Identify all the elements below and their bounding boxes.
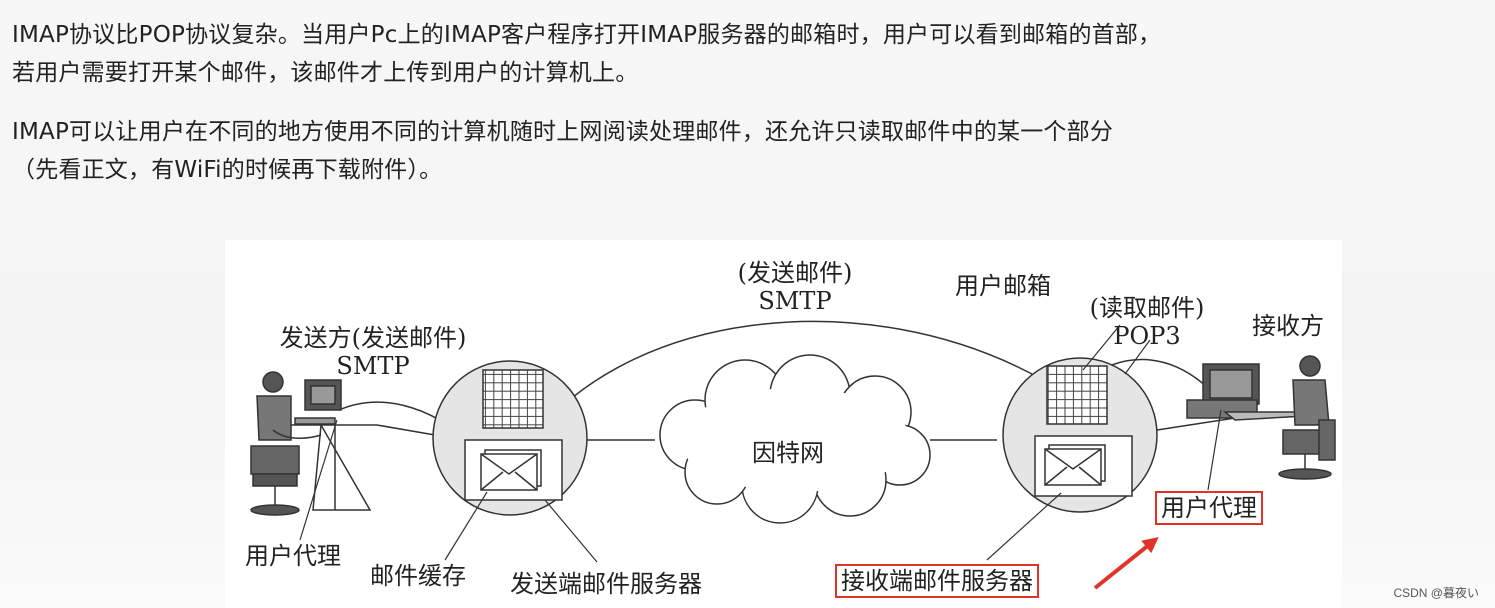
paragraph-line: IMAP可以让用户在不同的地方使用不同的计算机随时上网阅读处理邮件，还允许只读取… bbox=[12, 119, 1114, 145]
user-agent-right-label: 用户代理 bbox=[1155, 491, 1263, 525]
sender-server-label: 发送端邮件服务器 bbox=[510, 570, 702, 598]
watermark: CSDN @暮夜い bbox=[1393, 586, 1479, 600]
receiver-server-icon bbox=[1002, 357, 1158, 513]
pop3-label-line1: (读取邮件) bbox=[1089, 294, 1205, 322]
paragraph-line: 若用户需要打开某个邮件，该邮件才上传到用户的计算机上。 bbox=[12, 60, 639, 86]
paragraph-line: （先看正文，有WiFi的时候再下载附件）。 bbox=[12, 157, 443, 183]
smtp-top-label: (发送邮件) SMTP bbox=[738, 259, 853, 315]
email-flow-diagram: (发送邮件) SMTP 用户邮箱 (读取邮件) POP3 接收方 发送方(发送邮… bbox=[225, 240, 1342, 608]
paragraph-line: IMAP协议比POP协议复杂。当用户Pc上的IMAP客户程序打开IMAP服务器的… bbox=[12, 22, 1162, 48]
sender-label-line2: SMTP bbox=[336, 352, 410, 380]
mail-cache-label: 邮件缓存 bbox=[370, 562, 466, 590]
sender-computer-icon bbox=[250, 371, 377, 516]
leader-lines bbox=[299, 324, 1222, 563]
pop3-label: (读取邮件) POP3 bbox=[1090, 294, 1205, 350]
paragraph-imap-complexity: IMAP协议比POP协议复杂。当用户Pc上的IMAP客户程序打开IMAP服务器的… bbox=[12, 16, 1161, 92]
smtp-top-label-line1: (发送邮件) bbox=[737, 259, 853, 287]
paragraph-imap-features: IMAP可以让用户在不同的地方使用不同的计算机随时上网阅读处理邮件，还允许只读取… bbox=[12, 113, 1113, 189]
pop3-label-line2: POP3 bbox=[1113, 322, 1181, 350]
diagram-graphics bbox=[250, 320, 1336, 590]
sender-label-line1: 发送方(发送邮件) bbox=[279, 324, 467, 352]
sender-server-icon bbox=[432, 360, 588, 516]
user-mailbox-label: 用户邮箱 bbox=[955, 272, 1051, 300]
internet-cloud-icon bbox=[659, 354, 931, 524]
smtp-top-label-line2: SMTP bbox=[758, 287, 832, 315]
receiver-label: 接收方 bbox=[1252, 312, 1324, 340]
user-agent-left-label: 用户代理 bbox=[245, 542, 341, 570]
receiver-computer-icon bbox=[1186, 355, 1336, 480]
receiver-server-label: 接收端邮件服务器 bbox=[835, 564, 1039, 598]
sender-label: 发送方(发送邮件) SMTP bbox=[280, 324, 467, 380]
red-arrow-icon bbox=[1093, 537, 1159, 590]
internet-label: 因特网 bbox=[752, 439, 824, 467]
